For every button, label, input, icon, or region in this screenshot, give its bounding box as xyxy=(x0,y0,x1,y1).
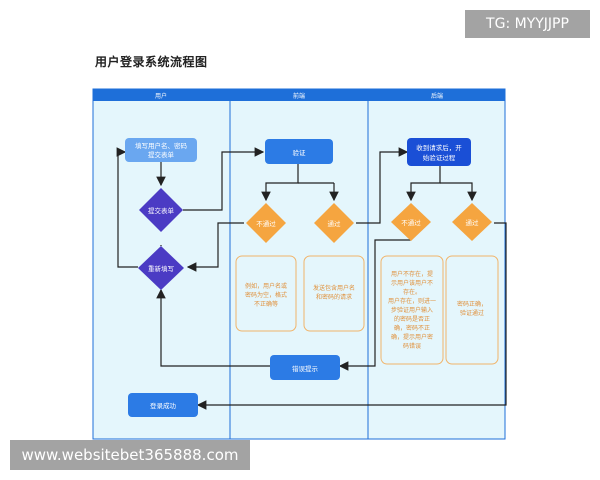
fe-fail-note-line-2: 密码为空，格式 xyxy=(245,291,287,299)
lane-header-backend: 后端 xyxy=(431,92,443,100)
be-fail-note-line-4: 用户存在，则进一 xyxy=(388,297,436,305)
be-fail-note-line-8: 确，提示用户密 xyxy=(391,333,433,341)
fill-form-label-1: 填写用户名、密码 xyxy=(135,141,188,150)
watermark-bottom: www.websitebet365888.com xyxy=(10,440,250,470)
fill-form-box xyxy=(125,138,197,162)
be-fail-note-line-6: 的密码是否正 xyxy=(394,315,430,323)
be-fail-note-line-5: 步验证用户输入 xyxy=(391,306,433,314)
be-fail-note xyxy=(380,255,444,365)
verify-box xyxy=(265,139,333,164)
refill-diamond xyxy=(138,246,184,290)
be-fail-note-line-1: 用户不存在，提 xyxy=(391,270,433,278)
lane-header-user: 用户 xyxy=(155,92,167,100)
be-pass-label: 通过 xyxy=(466,218,480,227)
error-tip-label: 错误提示 xyxy=(292,364,319,373)
be-pass-note xyxy=(445,255,499,365)
be-pass-note-line-2: 验证通过 xyxy=(460,309,484,317)
be-fail-note-line-2: 示用户该用户不 xyxy=(391,279,433,287)
fe-pass-note-line-1: 发送包含用户名 xyxy=(313,284,355,292)
login-success-label: 登录成功 xyxy=(150,401,177,410)
login-success-box xyxy=(128,393,198,417)
fill-form-label-2: 提交表单 xyxy=(148,150,175,159)
fe-fail-label: 不通过 xyxy=(256,219,276,228)
fe-pass-note-line-2: 和密码的请求 xyxy=(316,293,352,301)
backend-start-box xyxy=(407,138,471,166)
fe-fail-diamond xyxy=(246,203,286,243)
be-fail-note-line-7: 确，密码不正 xyxy=(394,324,430,332)
diagram-title: 用户登录系统流程图 xyxy=(95,55,208,69)
error-tip-box xyxy=(270,355,340,380)
submit-form-diamond xyxy=(139,188,183,232)
fe-pass-diamond xyxy=(314,203,354,243)
be-fail-label: 不通过 xyxy=(401,218,421,227)
be-pass-diamond xyxy=(452,203,492,241)
connectors xyxy=(116,147,507,410)
be-pass-note-line-1: 密码正确， xyxy=(457,300,487,308)
backend-start-label-2: 始验证过程 xyxy=(423,153,456,162)
submit-form-label: 提交表单 xyxy=(148,206,175,215)
fe-pass-note xyxy=(303,255,365,332)
fe-fail-note-line-1: 例如，用户名或 xyxy=(245,282,287,290)
be-fail-note-line-9: 码错误 xyxy=(403,342,421,350)
verify-label: 验证 xyxy=(293,148,307,157)
refill-label: 重新填写 xyxy=(148,264,174,273)
fe-fail-note xyxy=(235,255,297,332)
fe-pass-label: 通过 xyxy=(328,219,342,228)
backend-start-label-1: 收到请求后，开 xyxy=(416,143,462,152)
watermark-top: TG: MYYJJPP xyxy=(465,10,590,38)
lane-header-frontend: 前端 xyxy=(293,92,305,100)
be-fail-diamond xyxy=(391,203,431,241)
fe-fail-note-line-3: 不正确等 xyxy=(254,300,278,308)
be-fail-note-line-3: 存在。 xyxy=(403,288,421,296)
